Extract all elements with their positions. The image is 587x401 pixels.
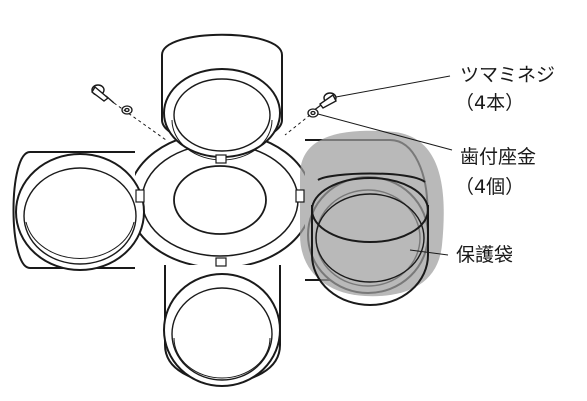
toothed-washer-count-label: （4個）: [455, 176, 525, 198]
leader-lines: [317, 75, 453, 256]
left-thumb-screw: [91, 84, 115, 104]
thumb-screw-count-label: （4本）: [455, 92, 525, 114]
protective-bag-label: 保護袋: [456, 244, 514, 266]
protective-bag-shape: [300, 130, 444, 297]
left-toothed-washer: [121, 105, 133, 115]
bottom-lamp-unit: [163, 265, 281, 387]
left-lamp-unit: [12, 151, 145, 271]
right-thumb-screw: [312, 92, 337, 112]
right-lamp-outline-over-bag: [311, 172, 429, 306]
thumb-screw-label: ツマミネジ: [460, 64, 556, 86]
toothed-washer-label: 歯付座金: [460, 146, 537, 168]
connector-tabs: [135, 154, 305, 267]
left-screw-guide-line: [113, 102, 167, 141]
right-toothed-washer: [307, 108, 319, 118]
top-lamp-unit: [161, 33, 283, 161]
right-screw-guide-line: [284, 114, 311, 136]
